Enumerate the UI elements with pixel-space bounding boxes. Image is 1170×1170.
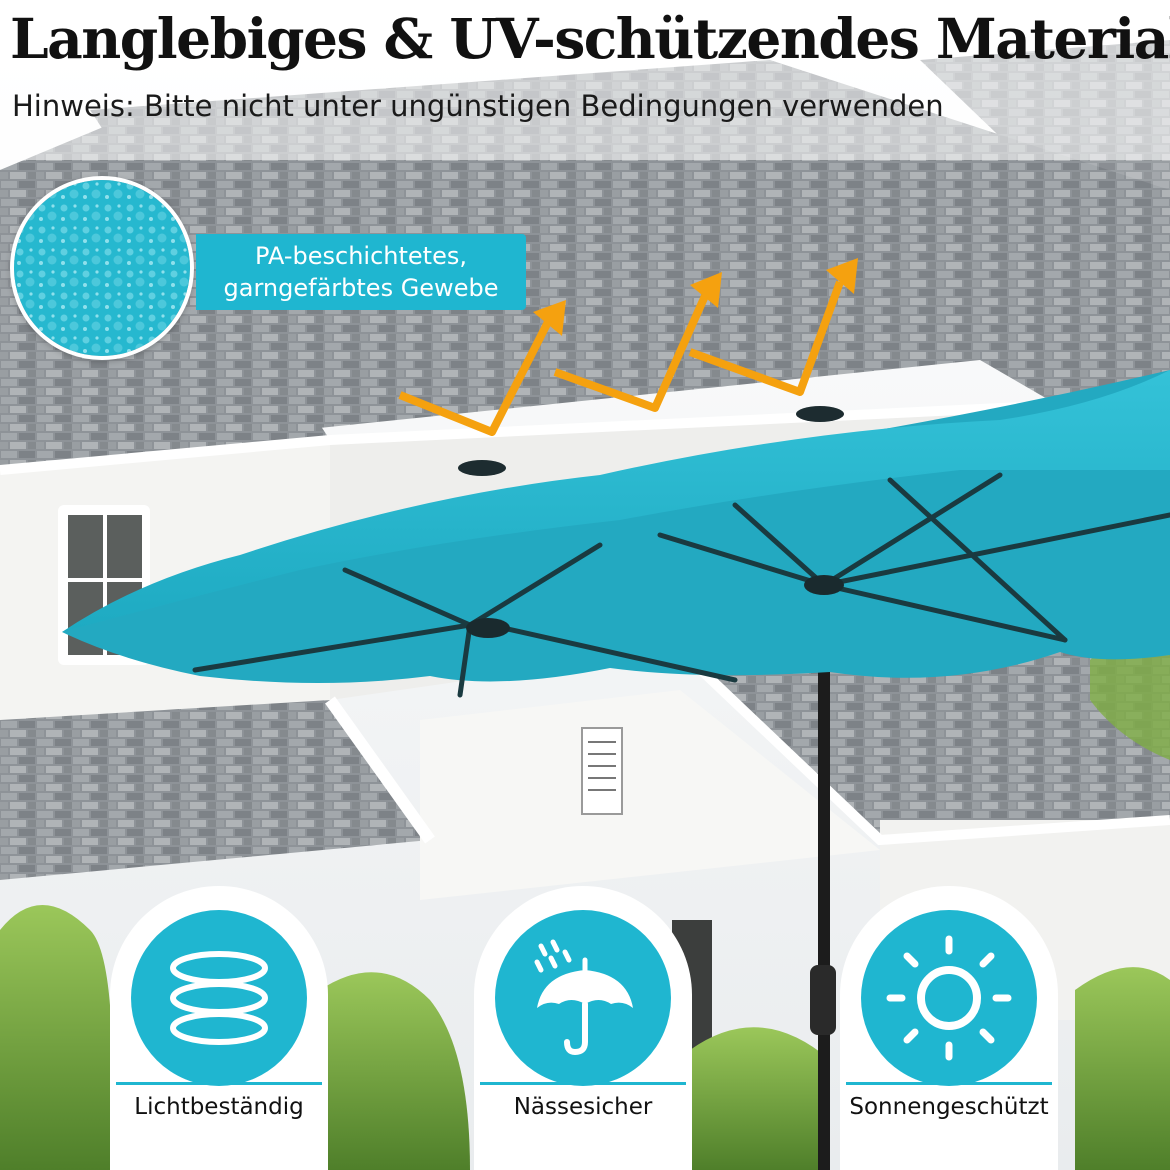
feature-card-waterproof: Nässesicher [474, 886, 692, 1170]
feature-card-sunprotected: Sonnengeschützt [840, 886, 1058, 1170]
fabric-callout-label: PA-beschichtetes, garngefärbtes Gewebe [196, 234, 526, 310]
rain-umbrella-icon [495, 910, 671, 1086]
headline-subtitle: Hinweis: Bitte nicht unter ungünstigen B… [12, 89, 944, 123]
feature-label-waterproof: Nässesicher [513, 1094, 653, 1120]
fabric-callout-line2: garngefärbtes Gewebe [223, 274, 499, 302]
sun-icon [861, 910, 1037, 1086]
fabric-callout-line1: PA-beschichtetes, [255, 242, 467, 270]
feature-label-lightfast: Lichtbeständig [134, 1094, 304, 1120]
feature-label-sunprotected: Sonnengeschützt [849, 1094, 1049, 1120]
headline-title: Langlebiges & UV-schützendes Material [10, 6, 1170, 71]
fabric-water-drops-closeup [10, 176, 194, 360]
feature-card-lightfast: Lichtbeständig [110, 886, 328, 1170]
feature-divider [846, 1082, 1052, 1085]
feature-divider [480, 1082, 686, 1085]
rings-icon [131, 910, 307, 1086]
feature-divider [116, 1082, 322, 1085]
